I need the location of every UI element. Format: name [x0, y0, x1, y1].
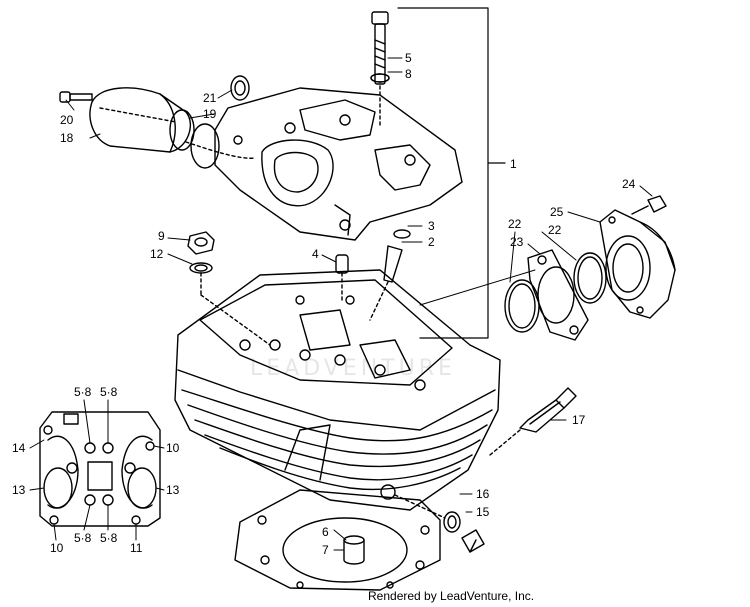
- callout-24: 24: [622, 177, 636, 191]
- assembly-bracket: [397, 7, 506, 339]
- inset-callout-11: 11: [130, 541, 143, 555]
- callout-15: 15: [476, 505, 490, 519]
- callout-20: 20: [60, 113, 74, 127]
- inset-leader-lines: [29, 399, 165, 541]
- callout-22b: 22: [548, 223, 562, 237]
- tensioner-cover: [89, 87, 256, 159]
- washer-12-hole: [194, 264, 208, 272]
- head-gasket: [234, 489, 441, 591]
- plug-15: [394, 494, 485, 553]
- callout-9: 9: [158, 229, 165, 243]
- inset-callout-10-b: 10: [50, 541, 64, 555]
- washer-8: [370, 73, 390, 83]
- nut-9: [187, 231, 215, 255]
- callout-21: 21: [203, 91, 217, 105]
- washer-16: [443, 511, 461, 533]
- dowel-pin-4: [335, 254, 349, 301]
- gasket-22-left: [504, 279, 540, 333]
- leader-lines: [65, 57, 653, 551]
- callout-2: 2: [428, 235, 435, 249]
- valve-cover: [214, 87, 463, 241]
- callout-18: 18: [60, 131, 74, 145]
- callout-1: 1: [510, 157, 517, 171]
- bolt-24: [631, 195, 667, 215]
- dowel-pin-7: [343, 535, 365, 565]
- watermark-text: LEADVENTURE: [250, 356, 456, 381]
- inset-callout-58-tr: 5·8: [100, 385, 118, 399]
- callout-3: 3: [428, 219, 435, 233]
- callout-6: 6: [322, 525, 329, 539]
- plug-21: [230, 75, 250, 101]
- callout-5: 5: [405, 51, 412, 65]
- callout-12: 12: [150, 247, 164, 261]
- inset-callout-58-bl: 5·8: [74, 531, 92, 545]
- callout-16: 16: [476, 487, 490, 501]
- inset-head-topview: [39, 411, 161, 527]
- callout-8: 8: [405, 67, 412, 81]
- callout-4: 4: [312, 247, 319, 261]
- long-bolt: [370, 11, 390, 129]
- inset-callout-13-l: 13: [12, 483, 26, 497]
- callout-17: 17: [572, 413, 586, 427]
- intake-pipe: [599, 209, 676, 319]
- callout-22a: 22: [508, 217, 522, 231]
- footer-credit: Rendered by LeadVenture, Inc.: [368, 589, 535, 603]
- inset-callout-10-r: 10: [166, 441, 180, 455]
- cylinder-head: [174, 269, 501, 511]
- callout-25: 25: [550, 205, 564, 219]
- small-bolt-20: [59, 91, 93, 103]
- callouts: 1 5 8 21 19 20 18 9 12 4 3 2 22 23 25 22…: [12, 51, 636, 557]
- inset-callout-14: 14: [12, 441, 26, 455]
- inset-callout-58-br: 5·8: [100, 531, 118, 545]
- o-ring-19: [190, 123, 220, 169]
- callout-23: 23: [510, 235, 524, 249]
- insulator-23: [527, 249, 589, 341]
- callout-7: 7: [322, 543, 329, 557]
- spark-plug: [489, 387, 577, 456]
- callout-19: 19: [203, 107, 217, 121]
- inset-callout-13-r: 13: [166, 483, 180, 497]
- gasket-22-right: [573, 252, 607, 304]
- inset-callout-58-tl: 5·8: [74, 385, 92, 399]
